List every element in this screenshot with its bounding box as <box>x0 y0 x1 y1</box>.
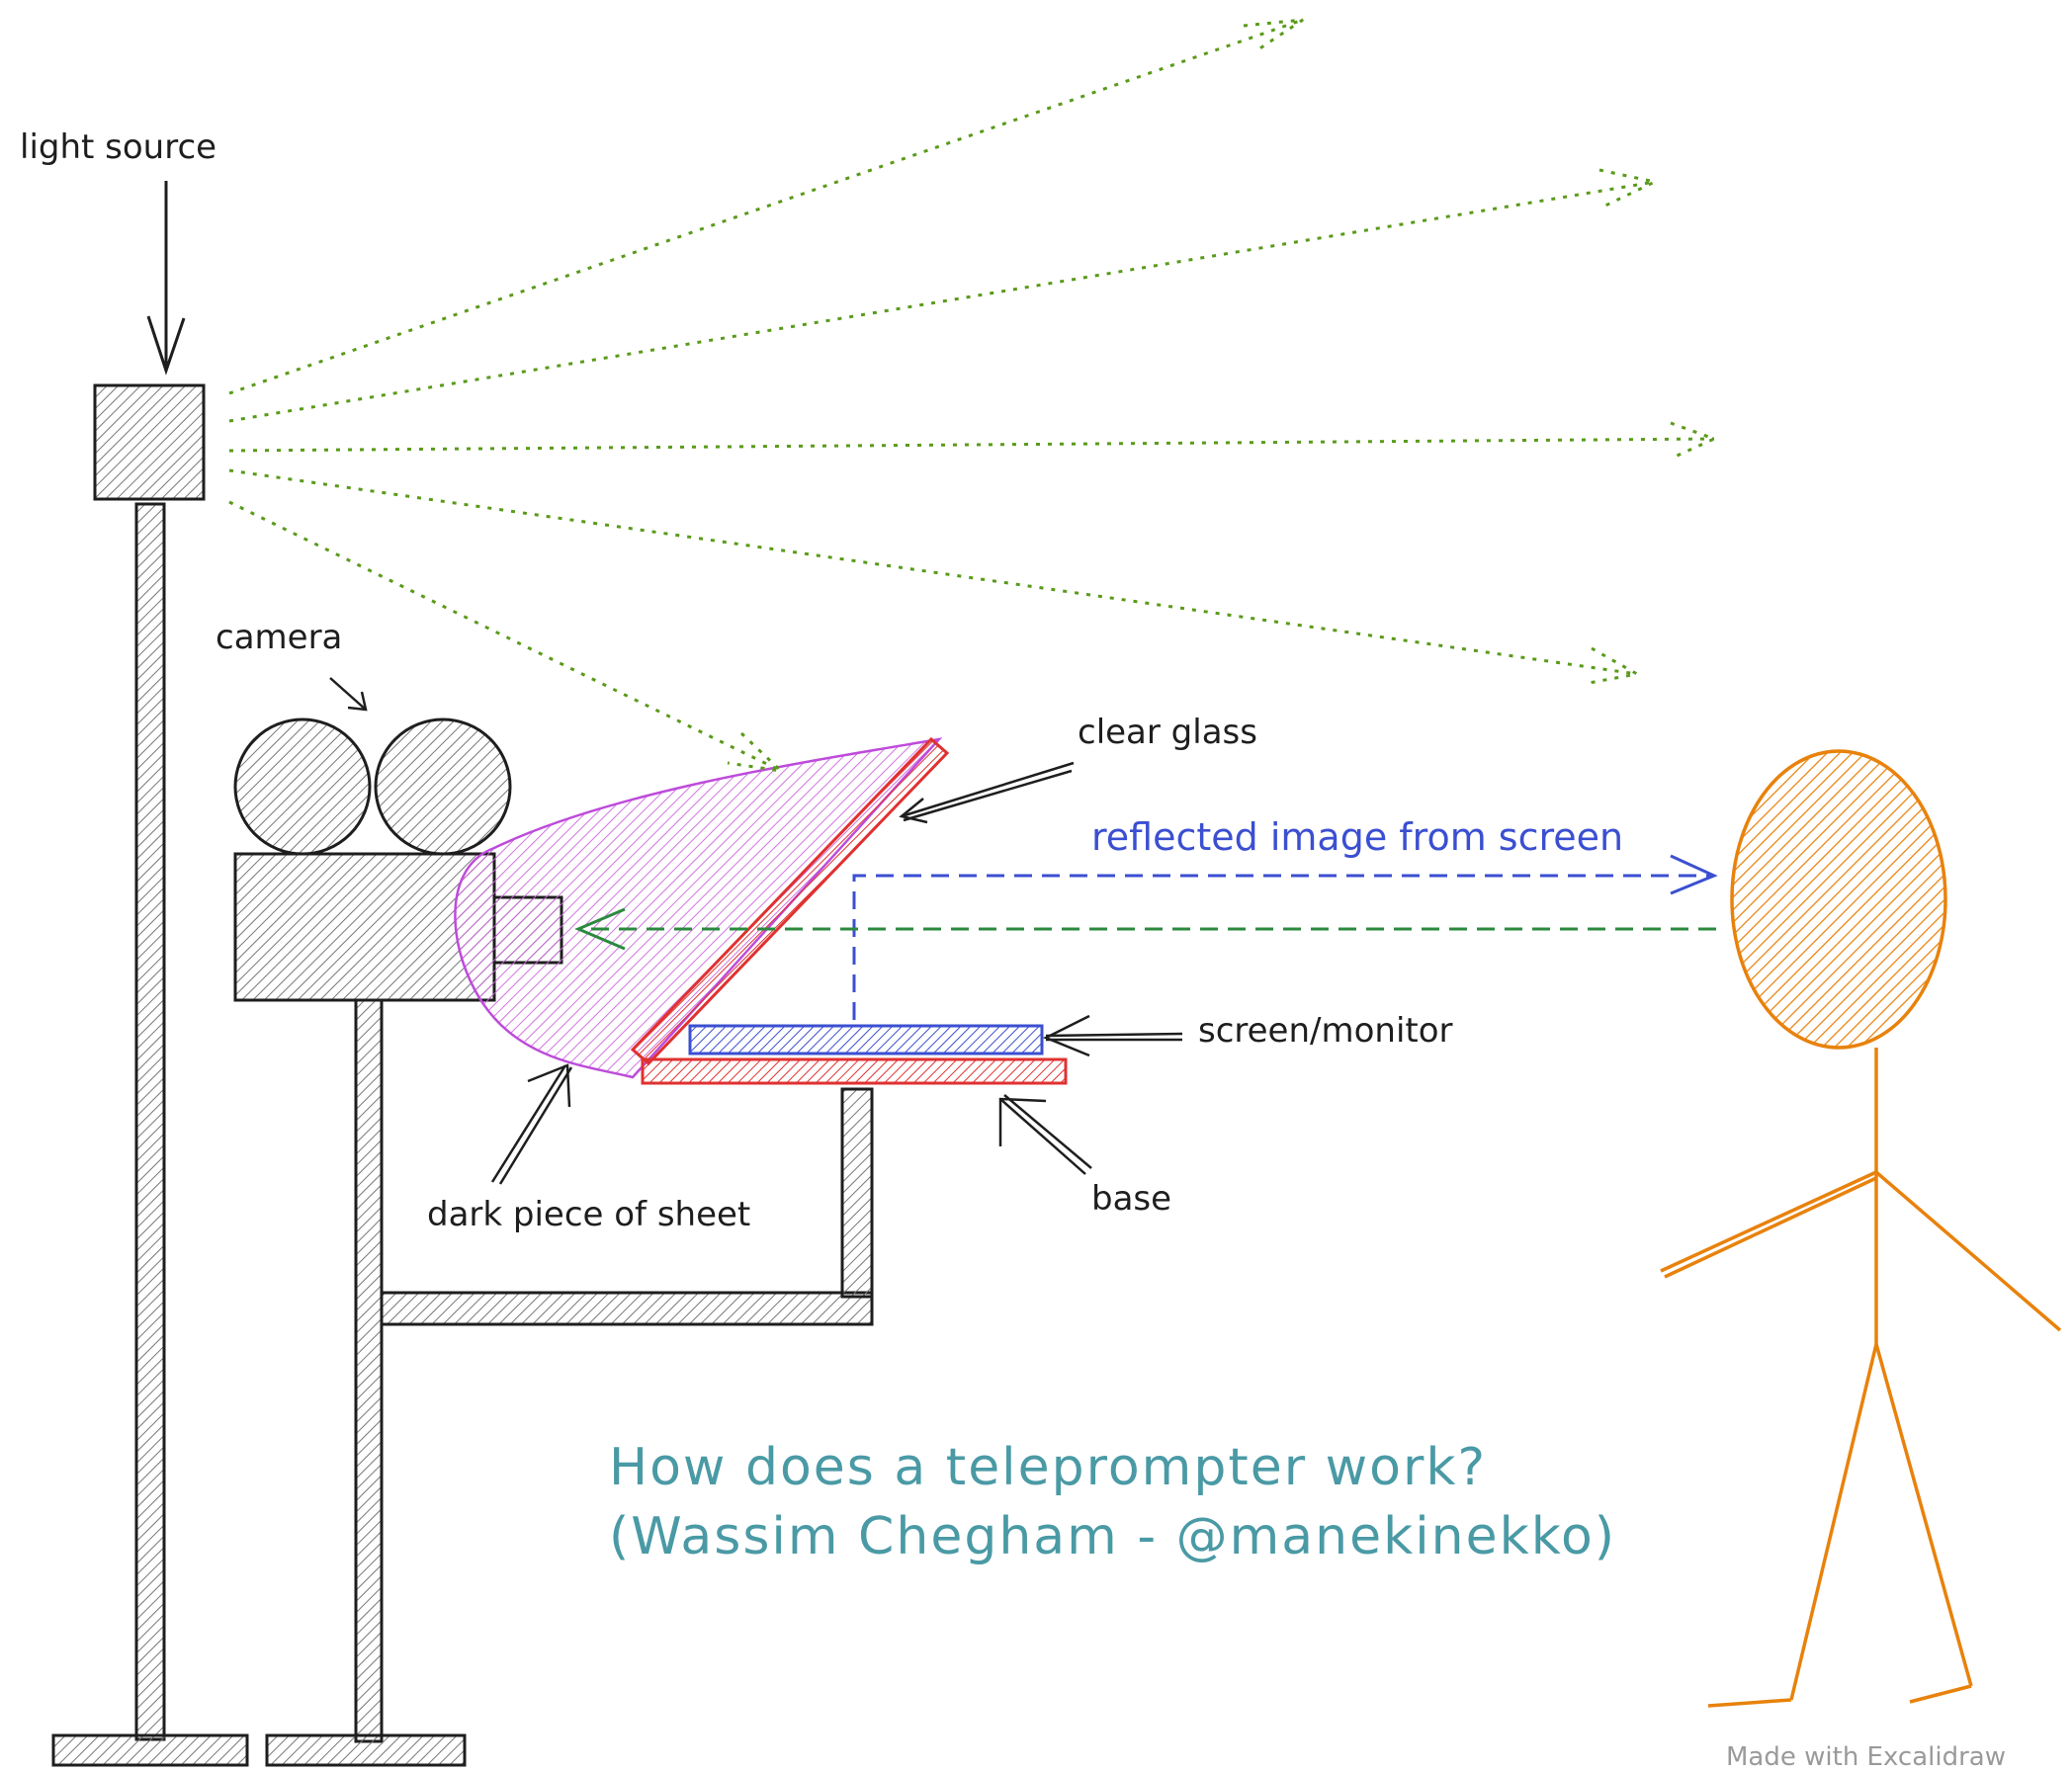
base-support-post <box>840 1087 874 1299</box>
camera-stand-base <box>265 1733 467 1767</box>
viewer-arm-right <box>1874 1170 2062 1332</box>
diagram-title-line1: How does a teleprompter work? <box>609 1438 1487 1497</box>
pointer-arrows <box>329 677 1183 1185</box>
reflected-image-label: reflected image from screen <box>1091 815 1623 859</box>
dark-sheet-label: dark piece of sheet <box>427 1195 750 1234</box>
light-source-stand <box>51 383 249 1767</box>
camera-body <box>233 852 496 1002</box>
dark-sheet-shroud <box>454 737 943 1079</box>
camera-stand-arm <box>380 1291 874 1326</box>
viewer-head <box>1730 749 1947 1050</box>
excalidraw-watermark: Made with Excalidraw <box>1726 1742 2006 1772</box>
diagram-title-line2: (Wassim Chegham - @manekinekko) <box>609 1507 1616 1566</box>
screen-monitor-label: screen/monitor <box>1198 1011 1453 1051</box>
reflected-arrowhead <box>1670 854 1718 895</box>
viewer-leg-right <box>1874 1343 1973 1687</box>
camera-reel-right <box>374 718 512 856</box>
clear-glass-label: clear glass <box>1078 713 1257 752</box>
screen-monitor <box>688 1024 1044 1055</box>
light-source-base <box>51 1733 249 1767</box>
viewer-stick-figure <box>1660 749 2062 1708</box>
light-rays <box>228 18 1718 774</box>
camera-label: camera <box>216 618 342 657</box>
camera-stand-pole <box>354 998 384 1743</box>
camera-reel-left <box>233 718 372 856</box>
viewer-leg-left <box>1789 1343 1878 1701</box>
light-source-box <box>93 383 206 501</box>
light-source-pointer-arrow <box>146 181 186 376</box>
light-source-pole <box>134 502 166 1741</box>
viewer-arm-left <box>1660 1170 1877 1273</box>
light-source-label: light source <box>20 127 216 167</box>
reflected-image-ray <box>852 874 1714 1020</box>
base-plate <box>641 1057 1068 1085</box>
camera-stand <box>265 998 874 1767</box>
base-label: base <box>1091 1179 1171 1219</box>
return-ray-arrowhead <box>574 907 626 951</box>
